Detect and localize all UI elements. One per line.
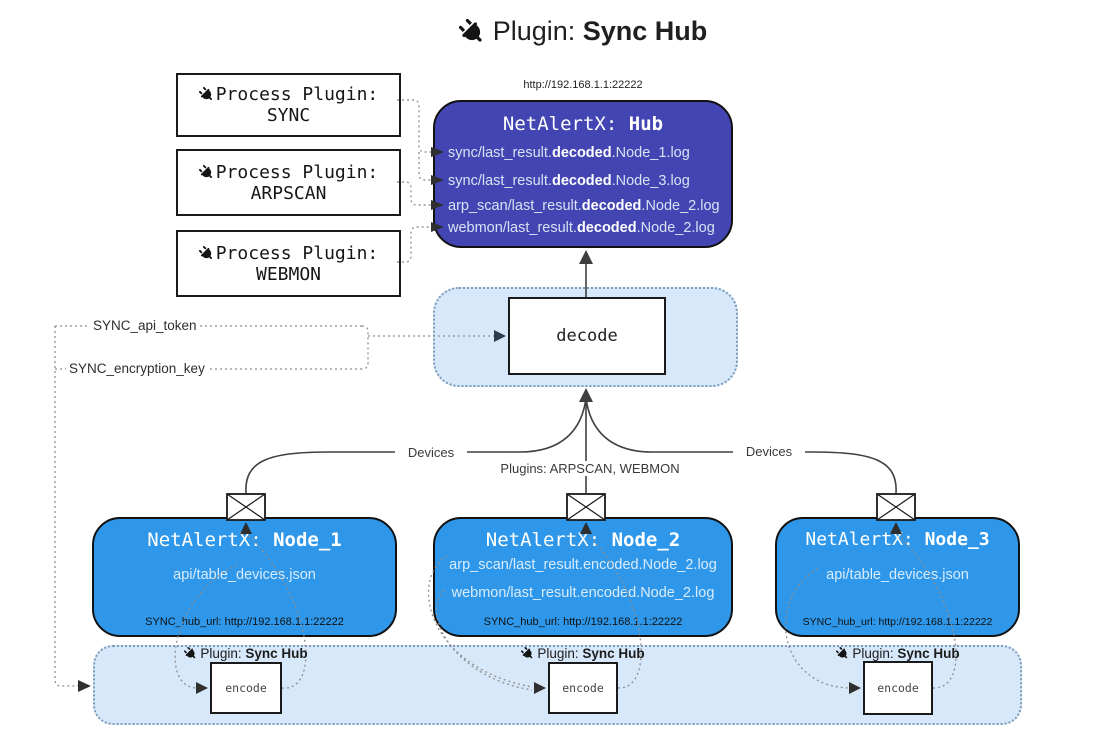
process-plugin-webmon: Process Plugin: WEBMON [176,230,401,297]
encoder-label: Plugin: Sync Hub [498,646,668,661]
node-hub-url: SYNC_hub_url: http://192.168.1.1:22222 [802,616,993,628]
process-plugin-label: Process Plugin: [215,242,379,264]
encode-box: encode [863,661,933,715]
node-file-line: arp_scan/last_result.encoded.Node_2.log [449,557,717,573]
node-hub-url: SYNC_hub_url: http://192.168.1.1:22222 [145,616,344,628]
plug-icon [834,644,852,662]
process-plugin-name: ARPSCAN [250,182,327,204]
encode-box: encode [210,662,282,714]
envelope-icon [566,493,606,526]
config-sync-encryption-key: SYNC_encryption_key [66,361,208,376]
plug-icon [519,644,537,662]
encoder-label: Plugin: Sync Hub [161,646,331,661]
process-plugin-label: Process Plugin: [215,161,379,183]
plug-icon [453,13,490,50]
node-file-line: api/table_devices.json [826,567,969,583]
node-file-line: api/table_devices.json [173,567,316,583]
node-title: NetAlertX: Node_3 [805,529,990,550]
encoder-label: Plugin: Sync Hub [813,646,983,661]
edge-label-devices-left: Devices [395,445,467,460]
plug-icon [196,161,217,182]
decode-box: decode [508,297,666,375]
node-hub-url: SYNC_hub_url: http://192.168.1.1:22222 [483,616,683,628]
process-plugin-label: Process Plugin: [215,84,379,105]
hub-log-line: webmon/last_result.decoded.Node_2.log [448,220,715,236]
envelope-icon [876,493,916,526]
node-1-box: NetAlertX: Node_1 api/table_devices.json… [92,517,397,637]
hub-log-line: arp_scan/last_result.decoded.Node_2.log [448,198,720,214]
hub-url: http://192.168.1.1:22222 [523,79,643,91]
hub-log-line: sync/last_result.decoded.Node_3.log [448,173,690,189]
hub-box: NetAlertX: Hub sync/last_result.decoded.… [433,100,733,248]
hub-title: NetAlertX: Hub [502,113,664,135]
edge-label-devices-right: Devices [733,444,805,459]
plug-icon [196,242,217,263]
node-file-line: webmon/last_result.encoded.Node_2.log [451,585,715,601]
page-title-text: Plugin: Sync Hub [492,16,708,46]
page-title: Plugin: Sync Hub [413,16,753,47]
process-plugin-name: WEBMON [255,263,322,285]
encode-box: encode [548,662,618,714]
hub-log-line: sync/last_result.decoded.Node_1.log [448,145,690,161]
plug-icon [182,644,200,662]
node-title: NetAlertX: Node_1 [147,529,342,551]
config-sync-api-token: SYNC_api_token [90,318,200,333]
node-3-box: NetAlertX: Node_3 api/table_devices.json… [775,517,1020,637]
envelope-icon [226,493,266,526]
node-2-box: NetAlertX: Node_2 arp_scan/last_result.e… [433,517,733,637]
plug-icon [196,84,217,105]
process-plugin-arpscan: Process Plugin: ARPSCAN [176,149,401,216]
node-title: NetAlertX: Node_2 [485,529,681,551]
process-plugin-name: SYNC [266,105,311,126]
edge-label-plugins: Plugins: ARPSCAN, WEBMON [486,461,694,476]
process-plugin-sync: Process Plugin: SYNC [176,73,401,137]
